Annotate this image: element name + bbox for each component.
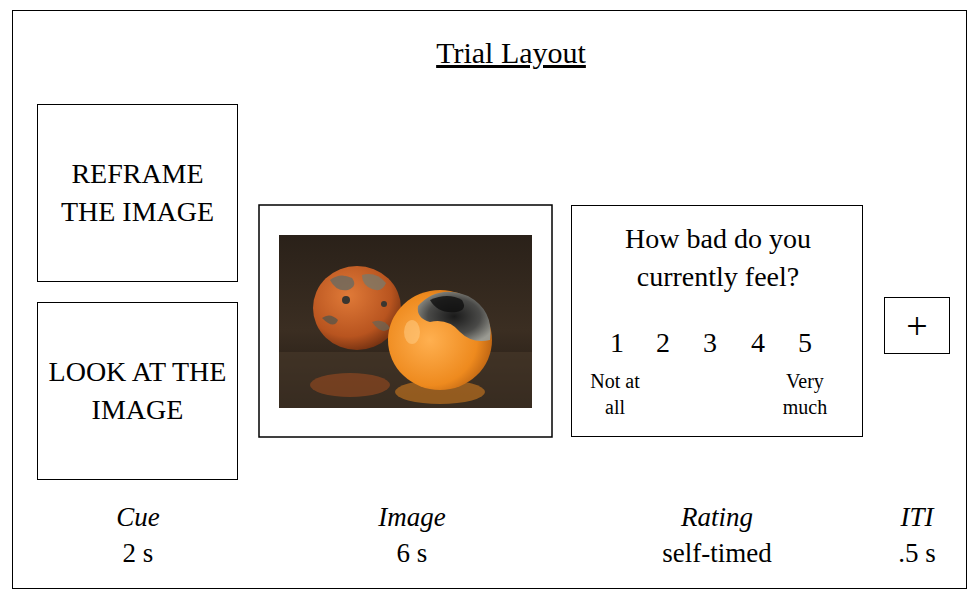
cue-box: LOOK AT THE IMAGE bbox=[37, 302, 238, 480]
cue-box: REFRAME THE IMAGE bbox=[37, 104, 238, 282]
phase-duration: self-timed bbox=[662, 538, 771, 569]
scale-number: 2 bbox=[656, 326, 670, 360]
cue-text: REFRAME THE IMAGE bbox=[44, 155, 231, 231]
phase-name: Rating bbox=[681, 502, 753, 533]
scale-anchor: Very much bbox=[769, 368, 841, 420]
fixation-cross: + bbox=[906, 307, 927, 345]
rating-question: How bad do you currently feel? bbox=[593, 220, 843, 296]
fixation-box: + bbox=[884, 297, 950, 354]
phase-name: Cue bbox=[116, 502, 160, 533]
scale-number: 1 bbox=[610, 326, 624, 360]
image-frame bbox=[259, 205, 552, 437]
diagram-title: Trial Layout bbox=[436, 36, 586, 70]
phase-duration: .5 s bbox=[898, 538, 936, 569]
phase-duration: 6 s bbox=[397, 538, 428, 569]
phase-duration: 2 s bbox=[123, 538, 154, 569]
scale-number: 3 bbox=[703, 326, 717, 360]
phase-name: Image bbox=[378, 502, 445, 533]
scale-number: 5 bbox=[798, 326, 812, 360]
cue-text: LOOK AT THE IMAGE bbox=[44, 353, 231, 429]
phase-name: ITI bbox=[901, 502, 934, 533]
scale-anchor: Not at all bbox=[579, 368, 651, 420]
scale-number: 4 bbox=[751, 326, 765, 360]
rating-box: How bad do you currently feel? 12345Not a… bbox=[571, 205, 863, 437]
